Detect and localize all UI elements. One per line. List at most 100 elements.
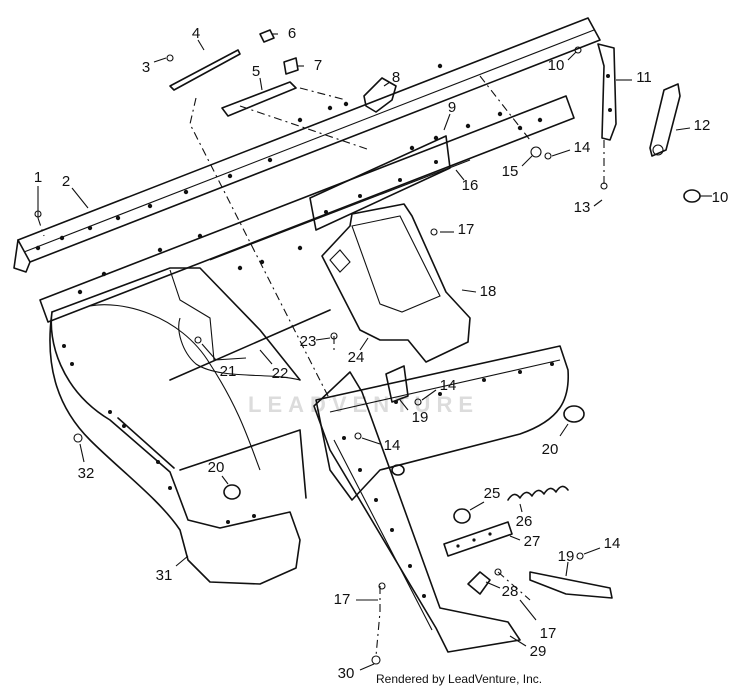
callout-label-19: 19 [558, 548, 575, 565]
leader-line-9 [443, 113, 451, 131]
callout-label-14: 14 [440, 377, 457, 394]
fastener-17-lower [378, 582, 386, 590]
leader-line-8 [383, 81, 391, 87]
leader-line-28 [485, 581, 501, 589]
callout-label-12: 12 [694, 117, 711, 134]
grommet-20-left [223, 484, 241, 500]
callout-label-24: 24 [348, 349, 365, 366]
leader-line-14 [421, 389, 437, 401]
callout-label-21: 21 [220, 363, 237, 380]
fastener-17-right [494, 568, 502, 576]
callout-label-9: 9 [448, 99, 456, 116]
callout-label-11: 11 [636, 69, 652, 86]
callout-label-17: 17 [458, 221, 475, 238]
plate-9 [309, 135, 451, 231]
callout-label-5: 5 [252, 63, 260, 80]
spring-26 [507, 485, 569, 501]
callout-label-27: 27 [524, 533, 541, 550]
callout-label-3: 3 [142, 59, 150, 76]
nut-15 [530, 146, 542, 158]
leader-line-3 [153, 57, 167, 63]
callout-label-17: 17 [540, 625, 557, 642]
callout-label-14: 14 [574, 139, 591, 156]
fastener-32 [73, 433, 83, 443]
leader-line-25 [469, 501, 485, 511]
brace-19-lower [529, 571, 613, 599]
leader-line-15 [521, 155, 533, 167]
leader-line-29 [509, 635, 527, 647]
fastener-17-top [430, 228, 438, 236]
watermark: LEADVENTURE [248, 392, 479, 417]
callout-label-29: 29 [530, 643, 547, 660]
leader-line-26 [519, 503, 523, 513]
leader-line-30 [359, 663, 375, 671]
callout-label-23: 23 [300, 333, 317, 350]
clamp-28 [467, 571, 491, 595]
leader-line-23 [315, 337, 331, 341]
leader-line-17 [519, 599, 537, 621]
callout-label-31: 31 [156, 567, 173, 584]
leader-line-22 [259, 349, 273, 365]
alignment-lines [37, 75, 605, 657]
bracket-27 [443, 521, 513, 557]
fastener-3 [166, 54, 174, 62]
leader-line-20 [221, 475, 229, 485]
callout-label-16: 16 [462, 177, 479, 194]
latch-bracket-8 [363, 77, 397, 113]
callout-label-13: 13 [574, 199, 591, 216]
callout-label-19: 19 [412, 409, 429, 426]
leader-line-19 [565, 561, 569, 577]
fastener-1 [34, 210, 42, 218]
callout-label-28: 28 [502, 583, 519, 600]
callout-label-1: 1 [34, 169, 42, 186]
leader-line-10 [567, 51, 577, 61]
leader-line-27 [509, 535, 521, 541]
leader-line-14 [583, 547, 601, 555]
fastener-14-upper [414, 398, 422, 406]
frame-bracket-18 [321, 203, 471, 363]
bracket-19-upper [385, 365, 409, 403]
hinge-bracket-11 [597, 43, 617, 141]
grommet-20-right [563, 405, 585, 423]
leader-line-24 [359, 337, 369, 351]
leader-line-20 [559, 423, 569, 437]
callout-label-6: 6 [288, 25, 296, 42]
leader-line-14 [551, 149, 571, 157]
lower-side-panel [315, 345, 585, 501]
main-body-shell [49, 267, 331, 585]
callout-label-20: 20 [542, 441, 559, 458]
leader-line-18 [461, 289, 477, 293]
leader-line-5 [259, 77, 263, 91]
leader-line-4 [197, 39, 205, 51]
leader-line-2 [71, 187, 89, 209]
callout-label-17: 17 [334, 591, 351, 608]
fastener-14-lower [576, 552, 584, 560]
leader-line-32 [79, 443, 85, 463]
callout-label-20: 20 [208, 459, 225, 476]
leader-line-19 [399, 399, 409, 411]
callout-label-4: 4 [192, 25, 200, 42]
fasteners [34, 29, 608, 665]
leader-line-16 [455, 169, 465, 181]
fastener-14-top [544, 152, 552, 160]
callout-label-2: 2 [62, 173, 70, 190]
callout-label-26: 26 [516, 513, 533, 530]
callout-label-10: 10 [548, 57, 565, 74]
callout-label-25: 25 [484, 485, 501, 502]
callout-label-10: 10 [712, 189, 729, 206]
fastener-10-top [574, 46, 582, 54]
footer-credit: Rendered by LeadVenture, Inc. [376, 672, 542, 686]
strip-4 [169, 49, 241, 91]
callout-label-18: 18 [480, 283, 497, 300]
leader-line-31 [175, 555, 189, 567]
cap-10 [683, 189, 701, 203]
leader-line-14 [361, 437, 381, 445]
fastener-14-mid [354, 432, 362, 440]
callout-label-15: 15 [502, 163, 519, 180]
upper-mounting-bar [13, 17, 601, 273]
callout-label-22: 22 [272, 365, 289, 382]
callout-label-32: 32 [78, 465, 95, 482]
